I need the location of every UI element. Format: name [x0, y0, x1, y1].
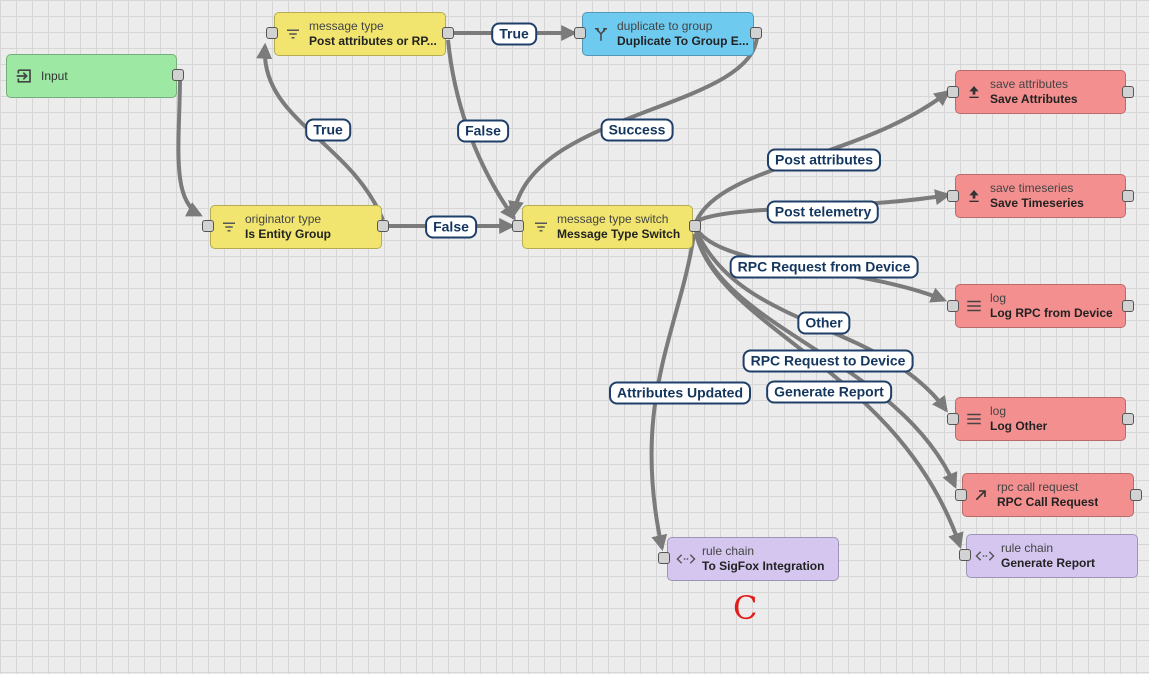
node-duplicate-to-group-name: Duplicate To Group E...: [617, 34, 749, 48]
red-letter-mark: C: [733, 589, 758, 627]
node-message-type-output-port[interactable]: [442, 27, 454, 39]
node-input-output-port[interactable]: [172, 69, 184, 81]
node-save-timeseries-input-port[interactable]: [947, 190, 959, 202]
node-input-name: Input: [41, 68, 68, 83]
menu-icon: [964, 296, 984, 316]
edge-label-success[interactable]: Success: [600, 118, 674, 142]
node-save-attributes-type: save attributes: [990, 77, 1069, 91]
node-log-other-name: Log Other: [990, 419, 1048, 433]
node-message-type-switch[interactable]: message type switch Message Type Switch: [522, 205, 693, 249]
node-message-type-name: Post attributes or RP...: [309, 34, 437, 48]
edge-switch-attributes-updated[interactable]: [649, 233, 696, 552]
upload-icon: [964, 186, 984, 206]
node-log-rpc-output-port[interactable]: [1122, 300, 1134, 312]
node-rule-chain-sigfox-input-port[interactable]: [658, 552, 670, 564]
edge-label-rpc-to-device[interactable]: RPC Request to Device: [742, 349, 914, 373]
node-save-timeseries[interactable]: save timeseries Save Timeseries: [955, 174, 1126, 218]
node-log-other-output-port[interactable]: [1122, 413, 1134, 425]
fork-icon: [591, 24, 611, 44]
edge-label-post-attributes[interactable]: Post attributes: [766, 148, 882, 172]
code-icon: [975, 546, 995, 566]
filter-icon: [283, 24, 303, 44]
edge-label-generate-report[interactable]: Generate Report: [766, 380, 892, 404]
node-rule-chain-report[interactable]: rule chain Generate Report: [966, 534, 1138, 578]
edge-duplicate-success-to-switch[interactable]: [508, 34, 759, 218]
node-rule-chain-sigfox[interactable]: rule chain To SigFox Integration: [667, 537, 839, 581]
input-icon: [15, 66, 35, 86]
node-log-other-type: log: [990, 404, 1007, 418]
edge-input-to-originator[interactable]: [176, 74, 203, 217]
node-message-type-switch-output-port[interactable]: [689, 220, 701, 232]
node-duplicate-to-group-output-port[interactable]: [750, 27, 762, 39]
node-save-timeseries-output-port[interactable]: [1122, 190, 1134, 202]
node-message-type-switch-type: message type switch: [557, 212, 669, 226]
edge-label-true-originator[interactable]: True: [305, 118, 351, 142]
node-save-timeseries-name: Save Timeseries: [990, 196, 1084, 210]
node-rule-chain-sigfox-type: rule chain: [702, 544, 755, 558]
upload-icon: [964, 82, 984, 102]
node-rule-chain-report-input-port[interactable]: [959, 549, 971, 561]
node-log-other-input-port[interactable]: [947, 413, 959, 425]
node-log-rpc-type: log: [990, 291, 1007, 305]
node-duplicate-to-group-input-port[interactable]: [574, 27, 586, 39]
node-originator-type-output-port[interactable]: [377, 220, 389, 232]
edge-label-false-message-type[interactable]: False: [457, 119, 509, 143]
node-message-type-input-port[interactable]: [266, 27, 278, 39]
edge-label-post-telemetry[interactable]: Post telemetry: [766, 200, 880, 224]
node-rule-chain-sigfox-name: To SigFox Integration: [702, 559, 825, 573]
node-originator-type[interactable]: originator type Is Entity Group: [210, 205, 382, 249]
node-duplicate-to-group[interactable]: duplicate to group Duplicate To Group E.…: [582, 12, 754, 56]
node-save-attributes-output-port[interactable]: [1122, 86, 1134, 98]
node-log-rpc-input-port[interactable]: [947, 300, 959, 312]
node-rpc-call-request-output-port[interactable]: [1130, 489, 1142, 501]
node-rule-chain-report-name: Generate Report: [1001, 556, 1096, 570]
node-log-rpc-from-device[interactable]: log Log RPC from Device: [955, 284, 1126, 328]
node-originator-type-name: Is Entity Group: [245, 227, 332, 241]
arrow-up-right-icon: [971, 485, 991, 505]
node-log-other[interactable]: log Log Other: [955, 397, 1126, 441]
node-originator-type-input-port[interactable]: [202, 220, 214, 232]
node-rpc-call-request-name: RPC Call Request: [997, 495, 1099, 509]
node-message-type-switch-name: Message Type Switch: [557, 227, 681, 241]
node-save-attributes-input-port[interactable]: [947, 86, 959, 98]
node-save-timeseries-type: save timeseries: [990, 181, 1074, 195]
node-save-attributes-name: Save Attributes: [990, 92, 1078, 106]
node-save-attributes[interactable]: save attributes Save Attributes: [955, 70, 1126, 114]
node-duplicate-to-group-type: duplicate to group: [617, 19, 713, 33]
filter-icon: [219, 217, 239, 237]
edge-label-other[interactable]: Other: [797, 311, 851, 335]
edge-label-rpc-from-device[interactable]: RPC Request from Device: [729, 255, 919, 279]
code-icon: [676, 549, 696, 569]
node-message-type[interactable]: message type Post attributes or RP...: [274, 12, 446, 56]
edge-label-attributes-updated[interactable]: Attributes Updated: [609, 381, 751, 405]
node-rpc-call-request-type: rpc call request: [997, 480, 1079, 494]
node-log-rpc-name: Log RPC from Device: [990, 306, 1113, 320]
node-message-type-switch-input-port[interactable]: [512, 220, 524, 232]
node-rpc-call-request-input-port[interactable]: [955, 489, 967, 501]
filter-icon: [531, 217, 551, 237]
menu-icon: [964, 409, 984, 429]
node-message-type-type: message type: [309, 19, 384, 33]
node-originator-type-type: originator type: [245, 212, 322, 226]
node-rule-chain-report-type: rule chain: [1001, 541, 1054, 555]
edge-label-false-originator[interactable]: False: [425, 215, 477, 239]
edge-label-true-message-type[interactable]: True: [491, 22, 537, 46]
node-input[interactable]: Input: [6, 54, 177, 98]
node-rpc-call-request[interactable]: rpc call request RPC Call Request: [962, 473, 1134, 517]
